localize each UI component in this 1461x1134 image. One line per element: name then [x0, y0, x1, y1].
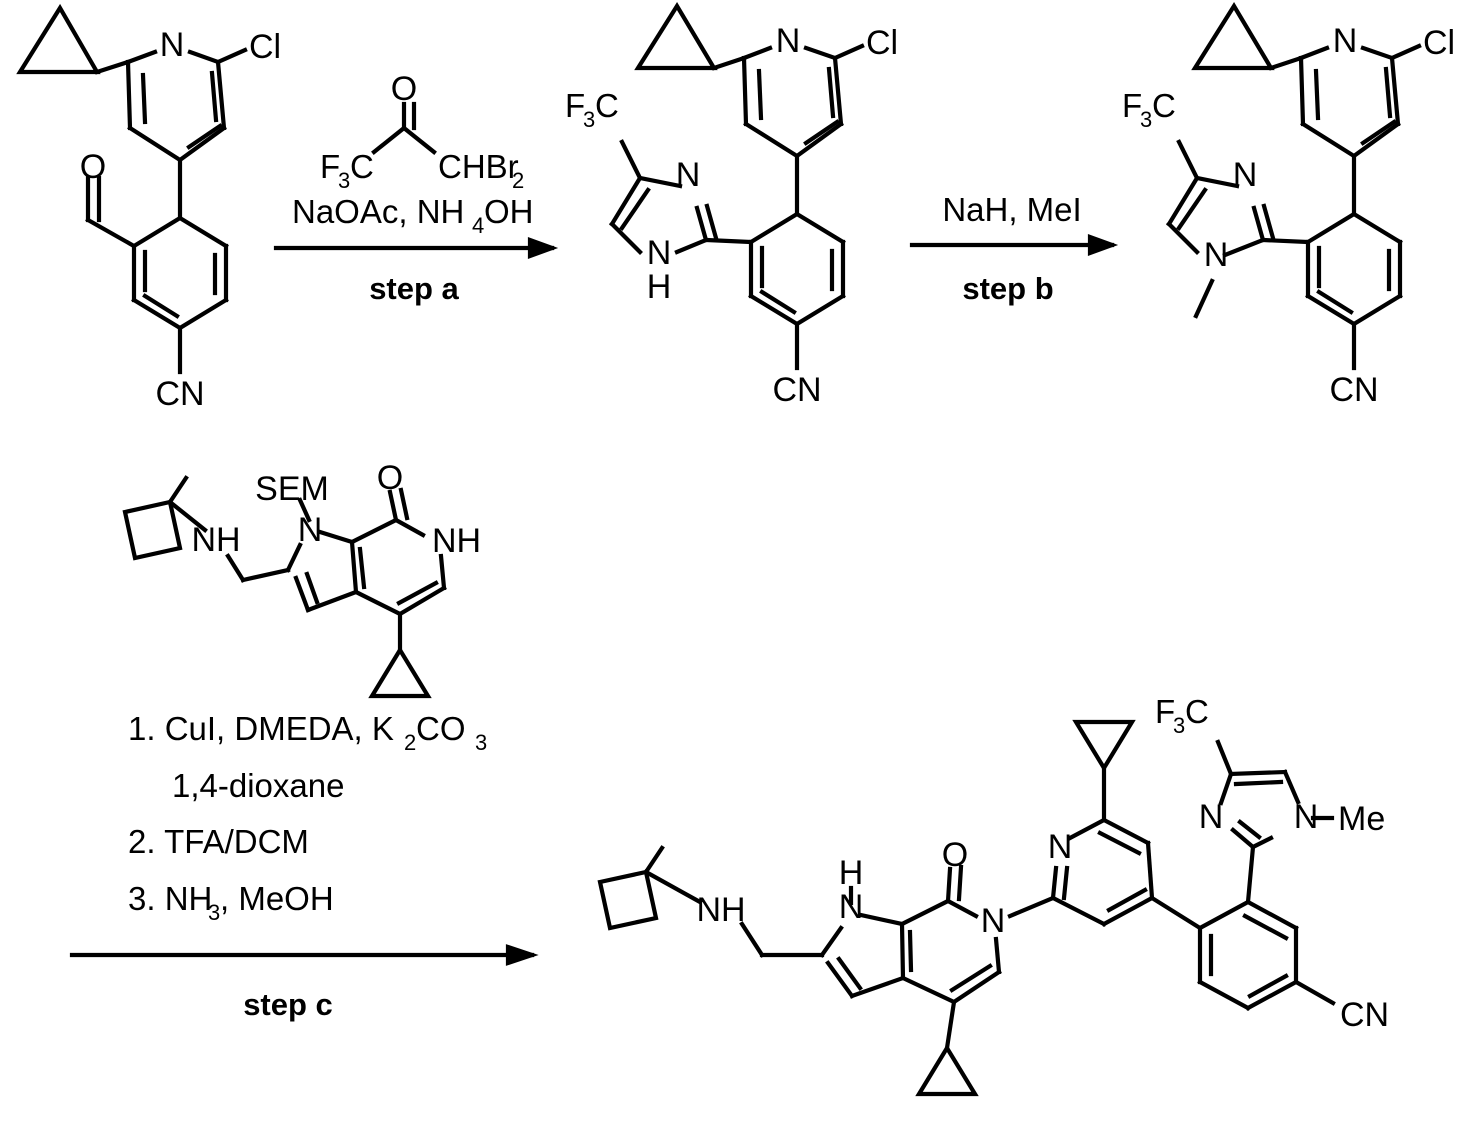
lactam-n-label-5: N — [981, 902, 1006, 940]
cf3-f-label-3: F — [1122, 87, 1142, 124]
reagent-f3c-sub: 3 — [338, 168, 350, 193]
sem-label: SEM — [255, 470, 329, 508]
cyclopropyl-ring — [16, 3, 101, 75]
step-c-line4-prefix: 3. NH — [128, 880, 212, 917]
step-c-line1-sub2: 3 — [475, 730, 487, 755]
amine-nh-label-5: NH — [696, 891, 745, 929]
nitrile-label-1: CN — [155, 375, 204, 413]
chloro-label-2: Cl — [866, 24, 898, 62]
structure-sem-azaindolone-reagent — [122, 475, 447, 699]
step-c-line4-suffix: , MeOH — [220, 880, 334, 917]
cyclopropyl-ring-final-1 — [915, 1043, 979, 1097]
reagent-chbr2: CHBr — [438, 148, 519, 185]
cf3-f-label-5: F — [1155, 693, 1175, 730]
arrowhead-c — [505, 944, 539, 966]
nitrile-label-2: CN — [772, 371, 821, 409]
structure-n-methyl-imidazole-intermediate — [1166, 1, 1422, 371]
cyclobutane-ring-final — [597, 869, 659, 931]
reagent-nh4oh-sub: 4 — [472, 213, 484, 238]
arrow-step-a — [273, 101, 559, 259]
chloro-label-3: Cl — [1423, 24, 1455, 62]
step-c-line1-mid: CO — [416, 710, 466, 747]
aldehyde-o-label-1: O — [80, 148, 106, 186]
cyclobutane-ring — [122, 499, 183, 561]
cyclopropyl-ring-final-2 — [1072, 719, 1136, 773]
reagent-f3c-c: C — [350, 148, 374, 185]
reagent-nh4oh-b: OH — [484, 193, 534, 230]
pyridine-n-label-3: N — [1333, 22, 1358, 60]
cyclopropyl-ring-2 — [634, 1, 718, 71]
reagent-naoac-nh4oh-a: NaOAc, NH — [292, 193, 464, 230]
cf3-c-label-5: C — [1185, 693, 1209, 730]
cf3-f-label-2: F — [565, 87, 585, 124]
pyridine-n-label-1: N — [160, 26, 185, 64]
step-c-line1-sub1: 2 — [404, 730, 416, 755]
reagent-f3c-f: F — [320, 148, 340, 185]
step-c-line1-prefix: 1. CuI, DMEDA, K — [128, 710, 394, 747]
step-a-label: step a — [369, 271, 459, 306]
structure-final-product — [597, 719, 1336, 1097]
ketone-o-label-5: O — [942, 836, 968, 874]
pyrrole-nh-h-label-5: H — [839, 854, 864, 892]
structure-starting-aldehyde — [16, 3, 248, 375]
cf3-c-label-2: C — [595, 87, 619, 124]
n-methyl-label-5: Me — [1338, 800, 1385, 838]
imidazole-n1-label-3: N — [1204, 236, 1229, 274]
chloro-label-1: Cl — [249, 28, 281, 66]
step-b-label: step b — [962, 271, 1053, 306]
structure-nh-imidazole-intermediate — [609, 1, 865, 371]
imidazole-n3-label-5: N — [1199, 798, 1224, 836]
cyclopropyl-ring-3 — [1191, 1, 1275, 71]
ketone-o-label-4: O — [377, 459, 403, 497]
cf3-c-label-3: C — [1152, 87, 1176, 124]
pyrrole-n-label-5: N — [839, 888, 864, 926]
step-b-reagents-label: NaH, MeI — [942, 191, 1081, 228]
imidazole-nh-h-label-2: H — [647, 268, 672, 306]
nitrile-label-3: CN — [1329, 371, 1378, 409]
amine-nh-label-4: NH — [191, 521, 240, 559]
arrowhead-a — [527, 237, 559, 259]
imidazole-n3-label-3: N — [1233, 156, 1258, 194]
imidazole-n1-label-5: N — [1294, 798, 1319, 836]
lactam-nh-label-4: NH — [432, 522, 481, 560]
arrow-step-c — [69, 944, 539, 966]
nitrile-label-5: CN — [1340, 996, 1389, 1034]
step-c-line2: 1,4-dioxane — [172, 767, 344, 804]
step-c-line4-sub: 3 — [208, 900, 220, 925]
pyridine-n-label-2: N — [776, 22, 801, 60]
cf3-sub-label-2: 3 — [583, 107, 595, 132]
step-c-label: step c — [243, 987, 333, 1022]
cf3-sub-label-5: 3 — [1173, 713, 1185, 738]
cf3-sub-label-3: 3 — [1140, 107, 1152, 132]
cyclopropyl-ring-4 — [368, 645, 432, 699]
step-c-line3: 2. TFA/DCM — [128, 823, 309, 860]
arrow-step-b — [909, 234, 1119, 256]
arrowhead-b — [1087, 234, 1119, 256]
pyrrole-n-label-4: N — [298, 511, 323, 549]
pyridine-n-label-5: N — [1048, 828, 1073, 866]
reagent-carbonyl-o-label: O — [391, 70, 417, 108]
reagent-chbr2-sub: 2 — [512, 168, 524, 193]
imidazole-n3-label-2: N — [676, 156, 701, 194]
imidazole-n1-label-2: N — [647, 234, 672, 272]
